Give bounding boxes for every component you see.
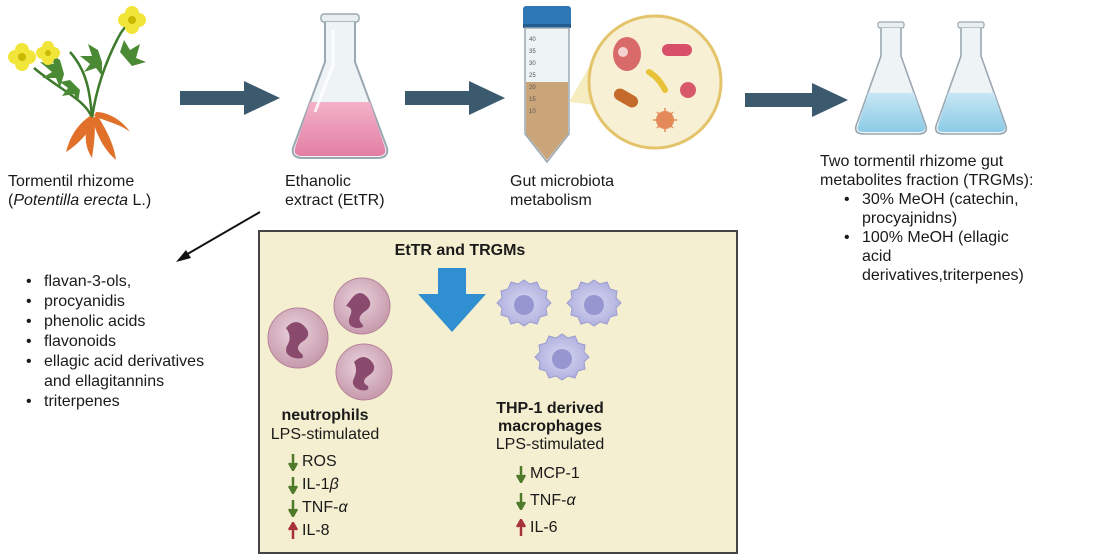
marker-tnfa-macro: TNF-α <box>516 487 580 514</box>
neutrophil-cell <box>335 343 393 401</box>
flow-arrow-1 <box>180 81 280 115</box>
down-arrow-icon <box>288 499 298 517</box>
down-arrow-icon <box>516 465 526 483</box>
macrophage-cell <box>534 333 590 381</box>
svg-text:20: 20 <box>529 85 536 91</box>
plant-rhizome <box>66 112 130 160</box>
gut-label: Gut microbiota metabolism <box>510 173 615 209</box>
compound-item: ellagic acid derivatives and ellagitanni… <box>22 352 262 392</box>
macrophage-cell <box>566 279 622 327</box>
down-arrow-icon <box>288 476 298 494</box>
down-arrow-icon <box>516 492 526 510</box>
plant-latin-name: Potentilla erecta <box>13 192 129 209</box>
marker-tnfa: TNF-α <box>288 496 348 519</box>
trgm-flasks <box>854 21 1008 135</box>
marker-ros: ROS <box>288 450 348 473</box>
macrophages-block: THP-1 derived macrophages LPS-stimulated <box>460 400 640 454</box>
compound-item: flavan-3-ols, <box>22 272 262 292</box>
down-arrow-icon <box>288 453 298 471</box>
plant-illustration <box>8 6 146 160</box>
fractions-block: Two tormentil rhizome gut metabolites fr… <box>820 152 1095 285</box>
big-down-arrow <box>418 268 486 332</box>
neutrophil-cell <box>267 307 329 369</box>
svg-text:40: 40 <box>529 37 536 43</box>
fraction-item: 30% MeOH (catechin, procyajnidns) <box>840 190 1095 228</box>
flask-30-meoh <box>854 21 928 135</box>
ethanolic-flask <box>291 13 389 159</box>
neutrophils-title: neutrophils <box>281 407 369 424</box>
plant-label-line1: Tormentil rhizome <box>8 173 135 190</box>
up-arrow-icon <box>288 521 298 539</box>
compound-item: procyanidis <box>22 292 262 312</box>
tube-ticks: 40 35 30 25 20 15 10 <box>529 37 536 115</box>
svg-text:25: 25 <box>529 73 536 79</box>
bacteria <box>613 37 696 132</box>
macrophages-stim: LPS-stimulated <box>495 436 605 453</box>
fraction-item: 100% MeOH (ellagic acid derivatives,trit… <box>840 228 1095 285</box>
plant-label: Tormentil rhizome (Potentilla erecta L.) <box>8 172 238 210</box>
marker-mcp1: MCP-1 <box>516 460 580 487</box>
macrophages-title-2: macrophages <box>497 418 603 435</box>
neutrophil-cell <box>333 277 391 335</box>
macrophage-markers: MCP-1 TNF-α IL-6 <box>516 460 580 541</box>
marker-il8: IL-8 <box>288 519 348 542</box>
svg-text:10: 10 <box>529 109 536 115</box>
branch-arrow <box>176 211 261 262</box>
compound-list: flavan-3-ols, procyanidis phenolic acids… <box>22 272 262 412</box>
svg-text:30: 30 <box>529 61 536 67</box>
svg-text:35: 35 <box>529 49 536 55</box>
up-arrow-icon <box>516 518 526 536</box>
neutrophils-stim: LPS-stimulated <box>270 426 380 443</box>
compound-item: phenolic acids <box>22 312 262 332</box>
neutrophils-block: neutrophils LPS-stimulated <box>260 406 390 444</box>
extract-label: Ethanolic extract (EtTR) <box>285 173 385 209</box>
neutrophil-cells <box>267 277 393 401</box>
macrophage-cells <box>496 279 622 381</box>
macrophages-title-1: THP-1 derived <box>496 400 604 417</box>
marker-il6: IL-6 <box>516 514 580 541</box>
gut-microbiota-illustration: 40 35 30 25 20 15 10 <box>523 6 723 164</box>
compound-item: triterpenes <box>22 392 262 412</box>
panel-title: EtTR and TRGMs <box>394 242 526 259</box>
compound-item: flavonoids <box>22 332 262 352</box>
macrophage-cell <box>496 279 552 327</box>
flow-arrow-2 <box>405 81 505 115</box>
flow-arrow-3 <box>745 83 848 117</box>
results-panel: EtTR and TRGMs <box>258 230 738 554</box>
svg-text:15: 15 <box>529 97 536 103</box>
flask-100-meoh <box>934 21 1008 135</box>
plant-flowers <box>8 6 146 71</box>
